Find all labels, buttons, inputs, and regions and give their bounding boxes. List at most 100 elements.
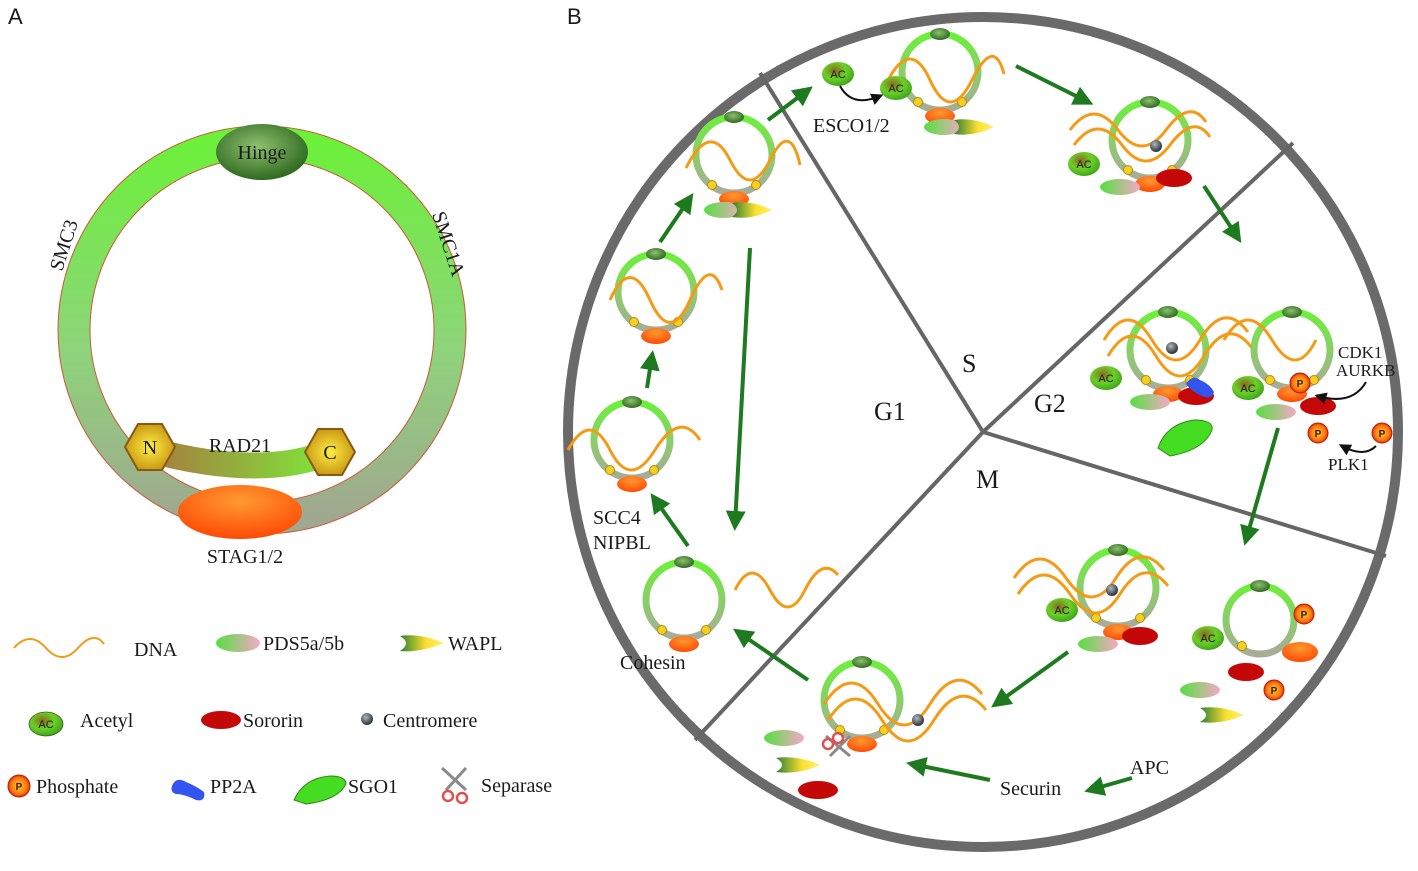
separase-legend-label: Separase: [481, 775, 552, 797]
cohesin-stage-g1-start: [646, 556, 722, 652]
wapl-anaphase: [776, 757, 820, 773]
dna-strand-g1: [733, 566, 840, 609]
pp2a-legend-swatch: [171, 779, 205, 801]
arrow-cdk1: [1314, 381, 1367, 405]
n-terminus-label: N: [143, 437, 157, 459]
dna-strand-s-late-2: [1072, 125, 1212, 163]
arrow-s-2: [1015, 64, 1094, 105]
pds5-s-late: [1100, 179, 1140, 195]
c-terminus-label: C: [323, 442, 336, 464]
sororin-anaphase: [798, 781, 838, 799]
phosphate-g2-3-label: P: [1379, 429, 1386, 440]
phosphate-m-1-label: P: [1301, 610, 1308, 621]
ac-free: [822, 62, 854, 86]
pp2a-g2: [1186, 377, 1214, 398]
sororin-s-late: [1156, 169, 1192, 187]
dna-strand-anaphase-2: [826, 694, 988, 743]
phosphate-m-1: [1293, 603, 1315, 625]
ac-free-label: AC: [830, 69, 845, 81]
dna-strand-s-entry: [884, 54, 1006, 104]
ac-s-late-label: AC: [1076, 159, 1091, 171]
separase-scissors-icon: [821, 731, 852, 758]
acetyl-legend-label: Acetyl: [80, 710, 134, 732]
sororin-legend-label: Sororin: [243, 710, 303, 732]
panel-a-label: A: [8, 4, 23, 29]
rad21-label: RAD21: [209, 435, 271, 457]
panel-b-label: B: [567, 4, 582, 29]
dna-strand-m-2: [1016, 571, 1170, 615]
pds5-g2-2: [1256, 404, 1296, 420]
phosphate-g2-2: [1307, 422, 1329, 444]
cell-cycle-circle: [563, 12, 1403, 852]
centromere-legend-label: Centromere: [383, 710, 478, 732]
aurkb-label: AURKB: [1336, 361, 1396, 380]
arrow-to-m: [1240, 427, 1280, 546]
nipbl-label: NIPBL: [593, 532, 651, 554]
wapl-g1: [732, 202, 772, 218]
cohesin-stage-s-entry: [902, 28, 978, 124]
phosphate-g2-1-label: P: [1297, 379, 1304, 390]
cohesin-stage-m-arm: [1222, 580, 1298, 658]
dna-strand-g2-3: [1222, 318, 1318, 362]
hinge-domain: [216, 124, 308, 180]
phosphate-m-2: [1263, 679, 1285, 701]
divider-g1-s: [758, 71, 985, 434]
pds5-g1: [704, 202, 744, 218]
acetyl-legend-ac: AC: [38, 719, 53, 731]
n-terminus-hexagon: [123, 423, 177, 471]
sororin-m-1: [1122, 627, 1158, 645]
arrow-m-to-g1: [733, 628, 810, 682]
cohesin-label: Cohesin: [620, 652, 686, 674]
pds5-s-entry: [924, 119, 964, 135]
ac-g2-2-label: AC: [1240, 383, 1255, 395]
phosphate-g2-3: [1371, 422, 1393, 444]
dna-legend-swatch: [13, 637, 105, 658]
stag-label: STAG1/2: [207, 546, 283, 568]
cell-cycle-diagram: G1 S G2 M Cohesin SCC4 NIPBL: [563, 12, 1403, 852]
apc-label: APC: [1130, 757, 1169, 779]
cohesin-stage-anaphase: [824, 656, 900, 752]
dna-strand-g1-late: [684, 139, 802, 182]
centromere-legend-swatch: [361, 713, 373, 725]
divider-s-g2: [981, 141, 1295, 434]
phosphate-m-2-label: P: [1271, 686, 1278, 697]
wapl-s-entry: [954, 119, 994, 135]
hinge-label: Hinge: [238, 142, 287, 164]
ac-s-late: [1068, 152, 1100, 176]
cohesin-ring-diagram: Hinge SMC3 SMC1A N C RAD21 STAG1/2: [46, 124, 469, 568]
phase-s-label: S: [962, 349, 976, 378]
phosphate-legend-swatch: [7, 774, 31, 798]
centromere-g2: [1166, 342, 1178, 354]
ac-bound-label: AC: [888, 83, 903, 95]
pp2a-legend-label: PP2A: [210, 776, 257, 798]
plk1-label: PLK1: [1328, 455, 1369, 474]
centromere-anaphase: [912, 714, 924, 726]
sororin-released: [1228, 663, 1264, 681]
stag-released: [1282, 642, 1318, 662]
arrow-apc: [1084, 776, 1133, 796]
dna-strand-s-late-1: [1068, 110, 1208, 148]
ac-g2-1: [1090, 366, 1122, 390]
phase-m-label: M: [976, 465, 999, 494]
dna-strand-m-1: [1012, 555, 1166, 599]
dna-strand-anaphase-1: [822, 678, 984, 727]
arrow-release: [725, 247, 752, 531]
ac-g2-2: [1232, 376, 1264, 400]
c-terminus-hexagon: [303, 428, 357, 476]
pds5-anaphase: [764, 730, 804, 746]
phase-g2-label: G2: [1034, 389, 1066, 418]
securin-label: Securin: [1000, 778, 1061, 800]
stag-subunit: [178, 485, 302, 539]
cohesin-stage-m-centromeric: [1080, 544, 1156, 640]
wapl-legend-label: WAPL: [448, 633, 502, 655]
arrow-to-s: [766, 86, 813, 122]
sororin-g2-2: [1300, 397, 1336, 415]
arrow-g1-2: [639, 350, 660, 389]
divider-g2-m: [982, 430, 1387, 558]
dna-strand-g2-1: [1102, 316, 1250, 362]
ac-m-1-label: AC: [1054, 605, 1069, 617]
pds5-legend-swatch: [216, 634, 260, 652]
arrow-loading: [650, 493, 690, 548]
